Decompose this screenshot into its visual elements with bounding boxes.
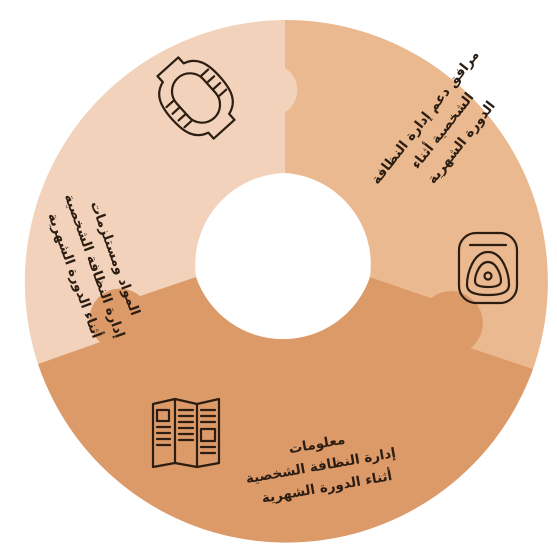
segment-information bbox=[38, 277, 533, 543]
brochure-icon bbox=[151, 397, 221, 469]
segment-facilities bbox=[285, 19, 548, 369]
toilet-icon bbox=[457, 231, 519, 305]
segment-materials bbox=[24, 20, 298, 364]
pad-icon bbox=[156, 56, 236, 140]
